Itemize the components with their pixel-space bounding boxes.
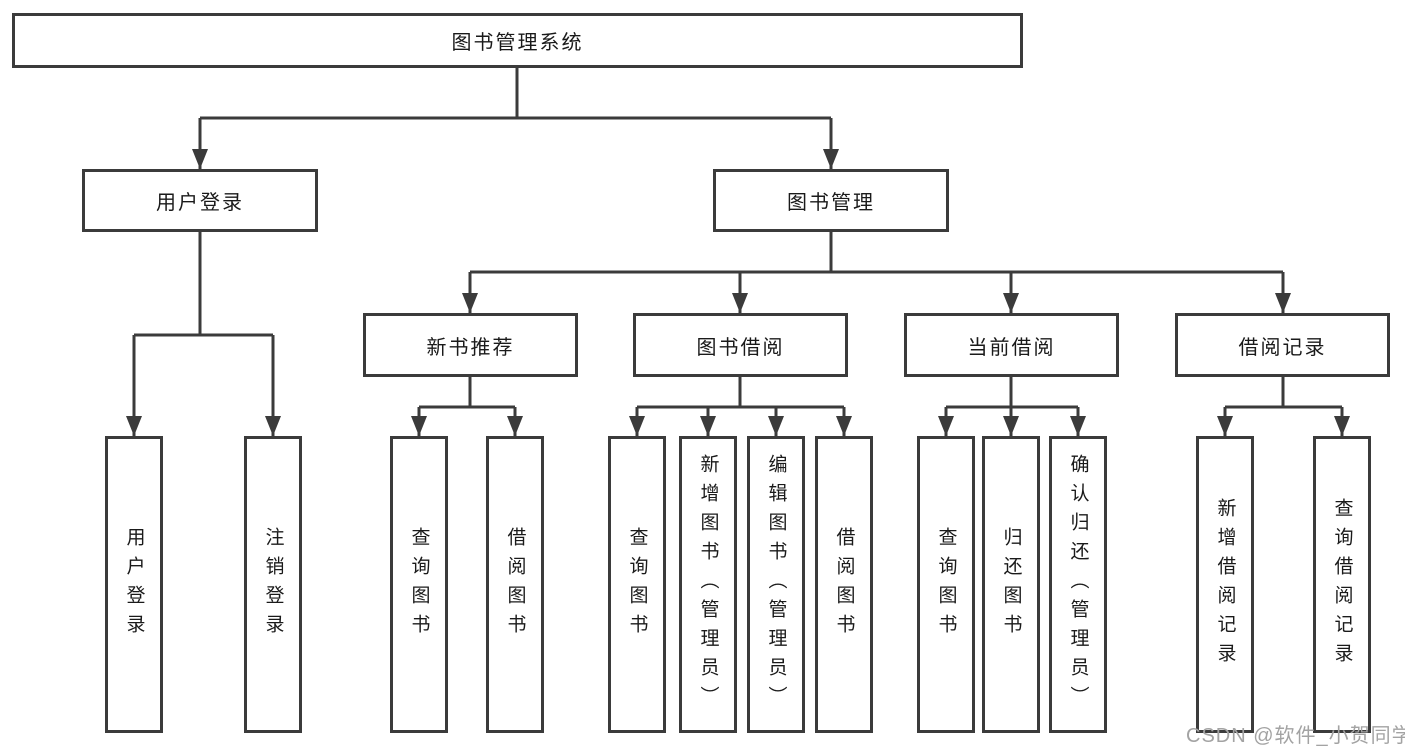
leaf-logout: 注销登录 [244,436,302,733]
leaf-add-borrow-record: 新增借阅记录 [1196,436,1254,733]
node-new-book-recommend-label: 新书推荐 [426,336,515,359]
node-user-login-label: 用户登录 [156,192,244,214]
node-user-login: 用户登录 [82,169,318,232]
leaf-add-borrow-record-label: 新增借阅记录 [1214,497,1236,672]
leaf-borrow-book-label: 借阅图书 [833,526,855,643]
leaf-query-borrow-record-label: 查询借阅记录 [1331,497,1353,672]
node-book-management: 图书管理 [713,169,949,232]
leaf-query-book-recommend: 查询图书 [390,436,448,733]
node-root-label: 图书管理系统 [451,32,584,54]
leaf-confirm-return-admin: 确认归还（管理员） [1049,436,1107,733]
leaf-query-borrow-record: 查询借阅记录 [1313,436,1371,733]
leaf-query-book-recommend-label: 查询图书 [408,526,430,643]
leaf-return-book: 归还图书 [982,436,1040,733]
leaf-add-book-admin: 新增图书（管理员） [679,436,737,733]
leaf-borrow-book-recommend-label: 借阅图书 [504,526,526,643]
node-root: 图书管理系统 [12,13,1023,68]
node-new-book-recommend: 新书推荐 [363,313,578,377]
node-current-borrowing: 当前借阅 [904,313,1119,377]
leaf-query-book-current: 查询图书 [917,436,975,733]
node-borrowing-records: 借阅记录 [1175,313,1390,377]
csdn-watermark: CSDN @软件_小贺同学 [1186,725,1405,747]
leaf-edit-book-admin: 编辑图书（管理员） [747,436,805,733]
leaf-user-login-label: 用户登录 [123,526,145,643]
leaf-query-book-borrow-label: 查询图书 [626,526,648,643]
leaf-return-book-label: 归还图书 [1000,526,1022,643]
node-borrowing-records-label: 借阅记录 [1238,336,1327,359]
leaf-query-book-current-label: 查询图书 [935,526,957,643]
node-current-borrowing-label: 当前借阅 [967,336,1056,359]
node-book-management-label: 图书管理 [787,192,875,214]
leaf-confirm-return-admin-label: 确认归还（管理员） [1067,454,1089,715]
node-book-borrowing-label: 图书借阅 [696,336,785,359]
leaf-edit-book-admin-label: 编辑图书（管理员） [765,454,787,715]
leaf-add-book-admin-label: 新增图书（管理员） [697,454,719,715]
node-book-borrowing: 图书借阅 [633,313,848,377]
leaf-user-login: 用户登录 [105,436,163,733]
leaf-borrow-book-recommend: 借阅图书 [486,436,544,733]
leaf-borrow-book: 借阅图书 [815,436,873,733]
leaf-query-book-borrow: 查询图书 [608,436,666,733]
leaf-logout-label: 注销登录 [262,526,284,643]
